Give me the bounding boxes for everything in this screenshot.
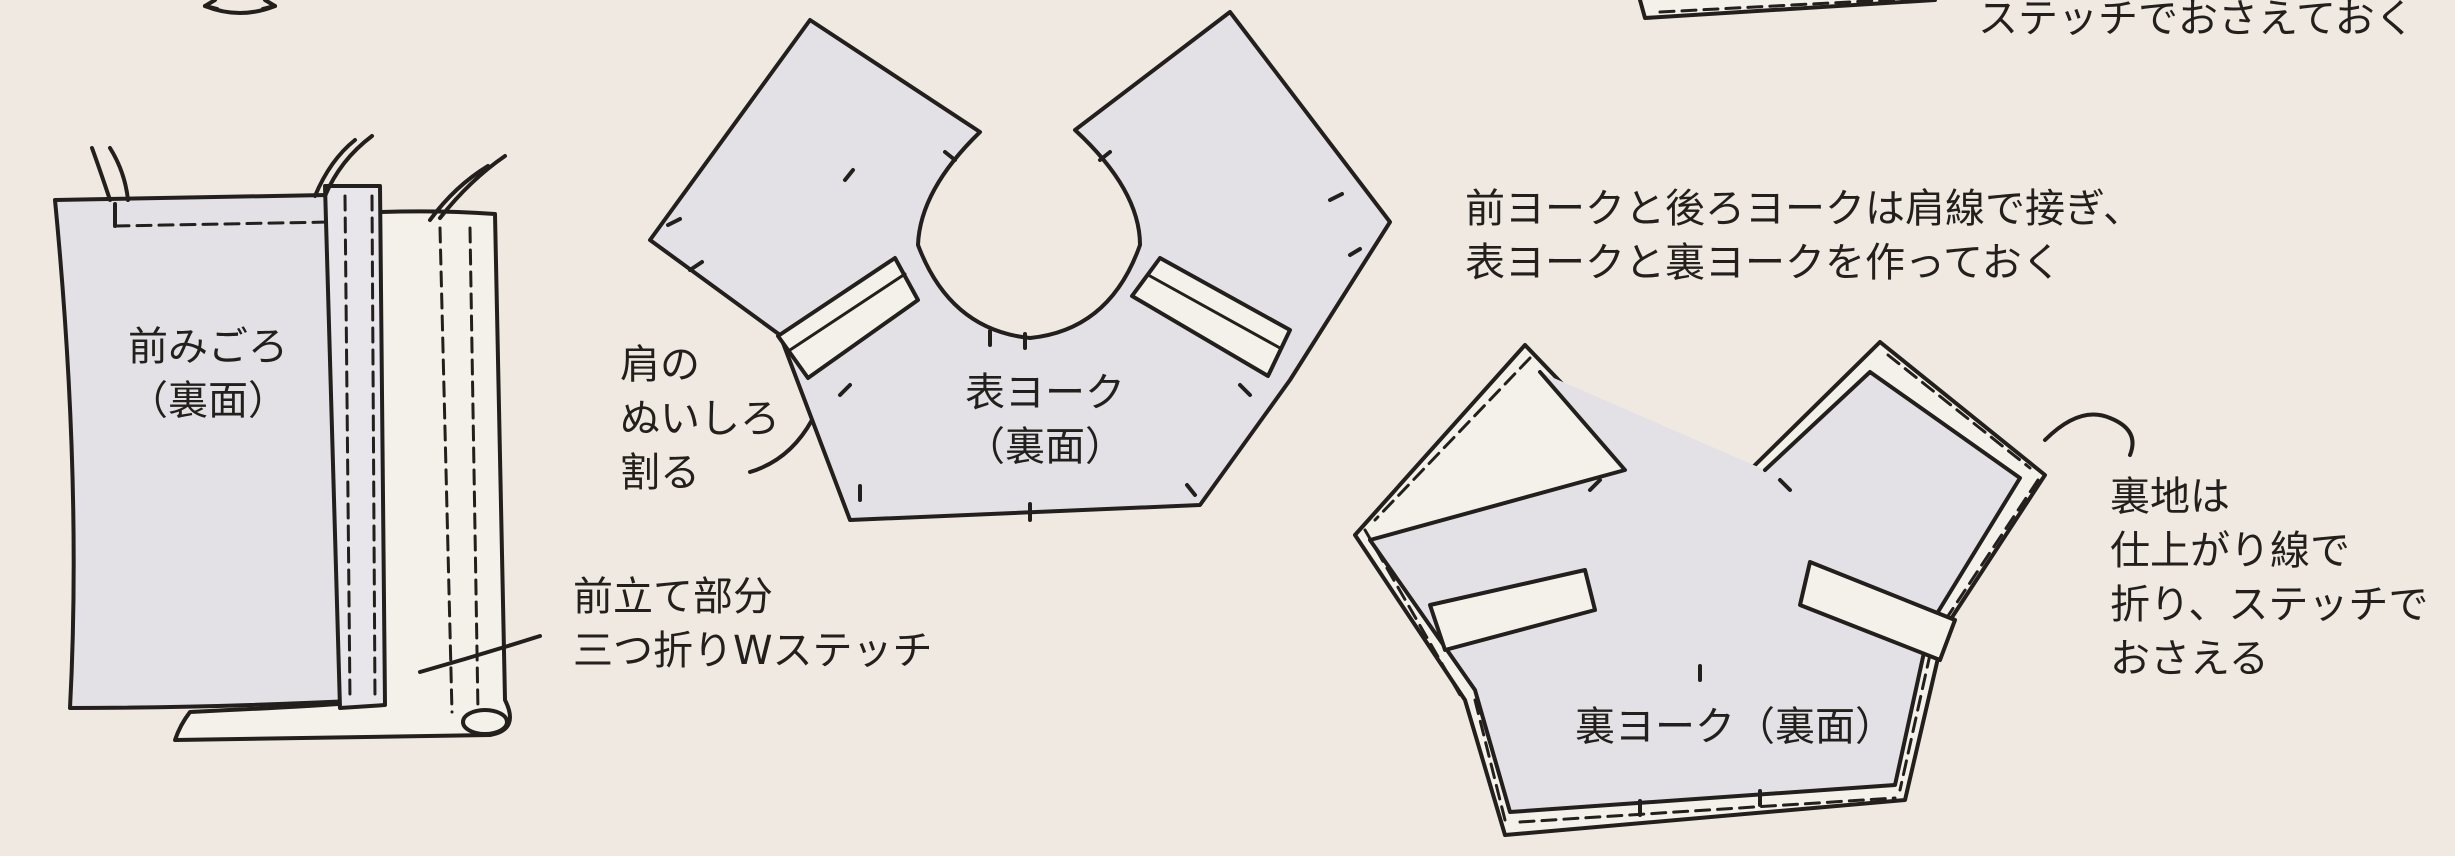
front-placket-label-line2: 三つ折りWステッチ — [573, 628, 933, 674]
note-top-right: ステッチでおさえておく — [1978, 0, 2415, 42]
front-body-label-line2: （裏面） — [128, 378, 288, 424]
shoulder-seam-label: 肩の ぬいしろ 割る — [620, 338, 780, 500]
front-body-label-line1: 前みごろ — [128, 324, 288, 370]
yoke-note: 前ヨークと後ろヨークは肩線で接ぎ、 表ヨークと裏ヨークを作っておく — [1465, 182, 2143, 290]
lining-note: 裏地は 仕上がり線で 折り、ステッチで おさえる — [2110, 470, 2428, 686]
rotate-arrow-icon — [203, 0, 277, 15]
lining-note-line3: 折り、ステッチで — [2110, 582, 2429, 628]
shoulder-seam-label-line1: 肩の — [620, 342, 700, 388]
front-body-piece — [53, 134, 542, 742]
partial-piece-top-right — [1638, 0, 1937, 20]
inner-yoke-label: 裏ヨーク（裏面） — [1575, 704, 1895, 750]
outer-yoke-label-line1: 表ヨーク — [965, 370, 1125, 416]
shoulder-seam-label-line2: ぬいしろ — [620, 396, 780, 442]
front-placket-label: 前立て部分 三つ折りWステッチ — [573, 570, 933, 678]
shoulder-seam-label-line3: 割る — [620, 450, 700, 496]
lining-note-line2: 仕上がり線で — [2110, 528, 2350, 574]
yoke-note-line2: 表ヨークと裏ヨークを作っておく — [1465, 240, 2062, 286]
outer-yoke-piece — [648, 10, 1392, 522]
inner-yoke-piece — [1353, 340, 2135, 837]
yoke-note-line1: 前ヨークと後ろヨークは肩線で接ぎ、 — [1465, 186, 2143, 232]
front-body-label: 前みごろ （裏面） — [128, 320, 288, 428]
lining-note-line1: 裏地は — [2110, 474, 2230, 520]
outer-yoke-label-line2: （裏面） — [965, 424, 1125, 470]
front-placket-label-line1: 前立て部分 — [573, 574, 773, 620]
outer-yoke-label: 表ヨーク （裏面） — [965, 366, 1125, 474]
lining-note-line4: おさえる — [2110, 636, 2269, 682]
